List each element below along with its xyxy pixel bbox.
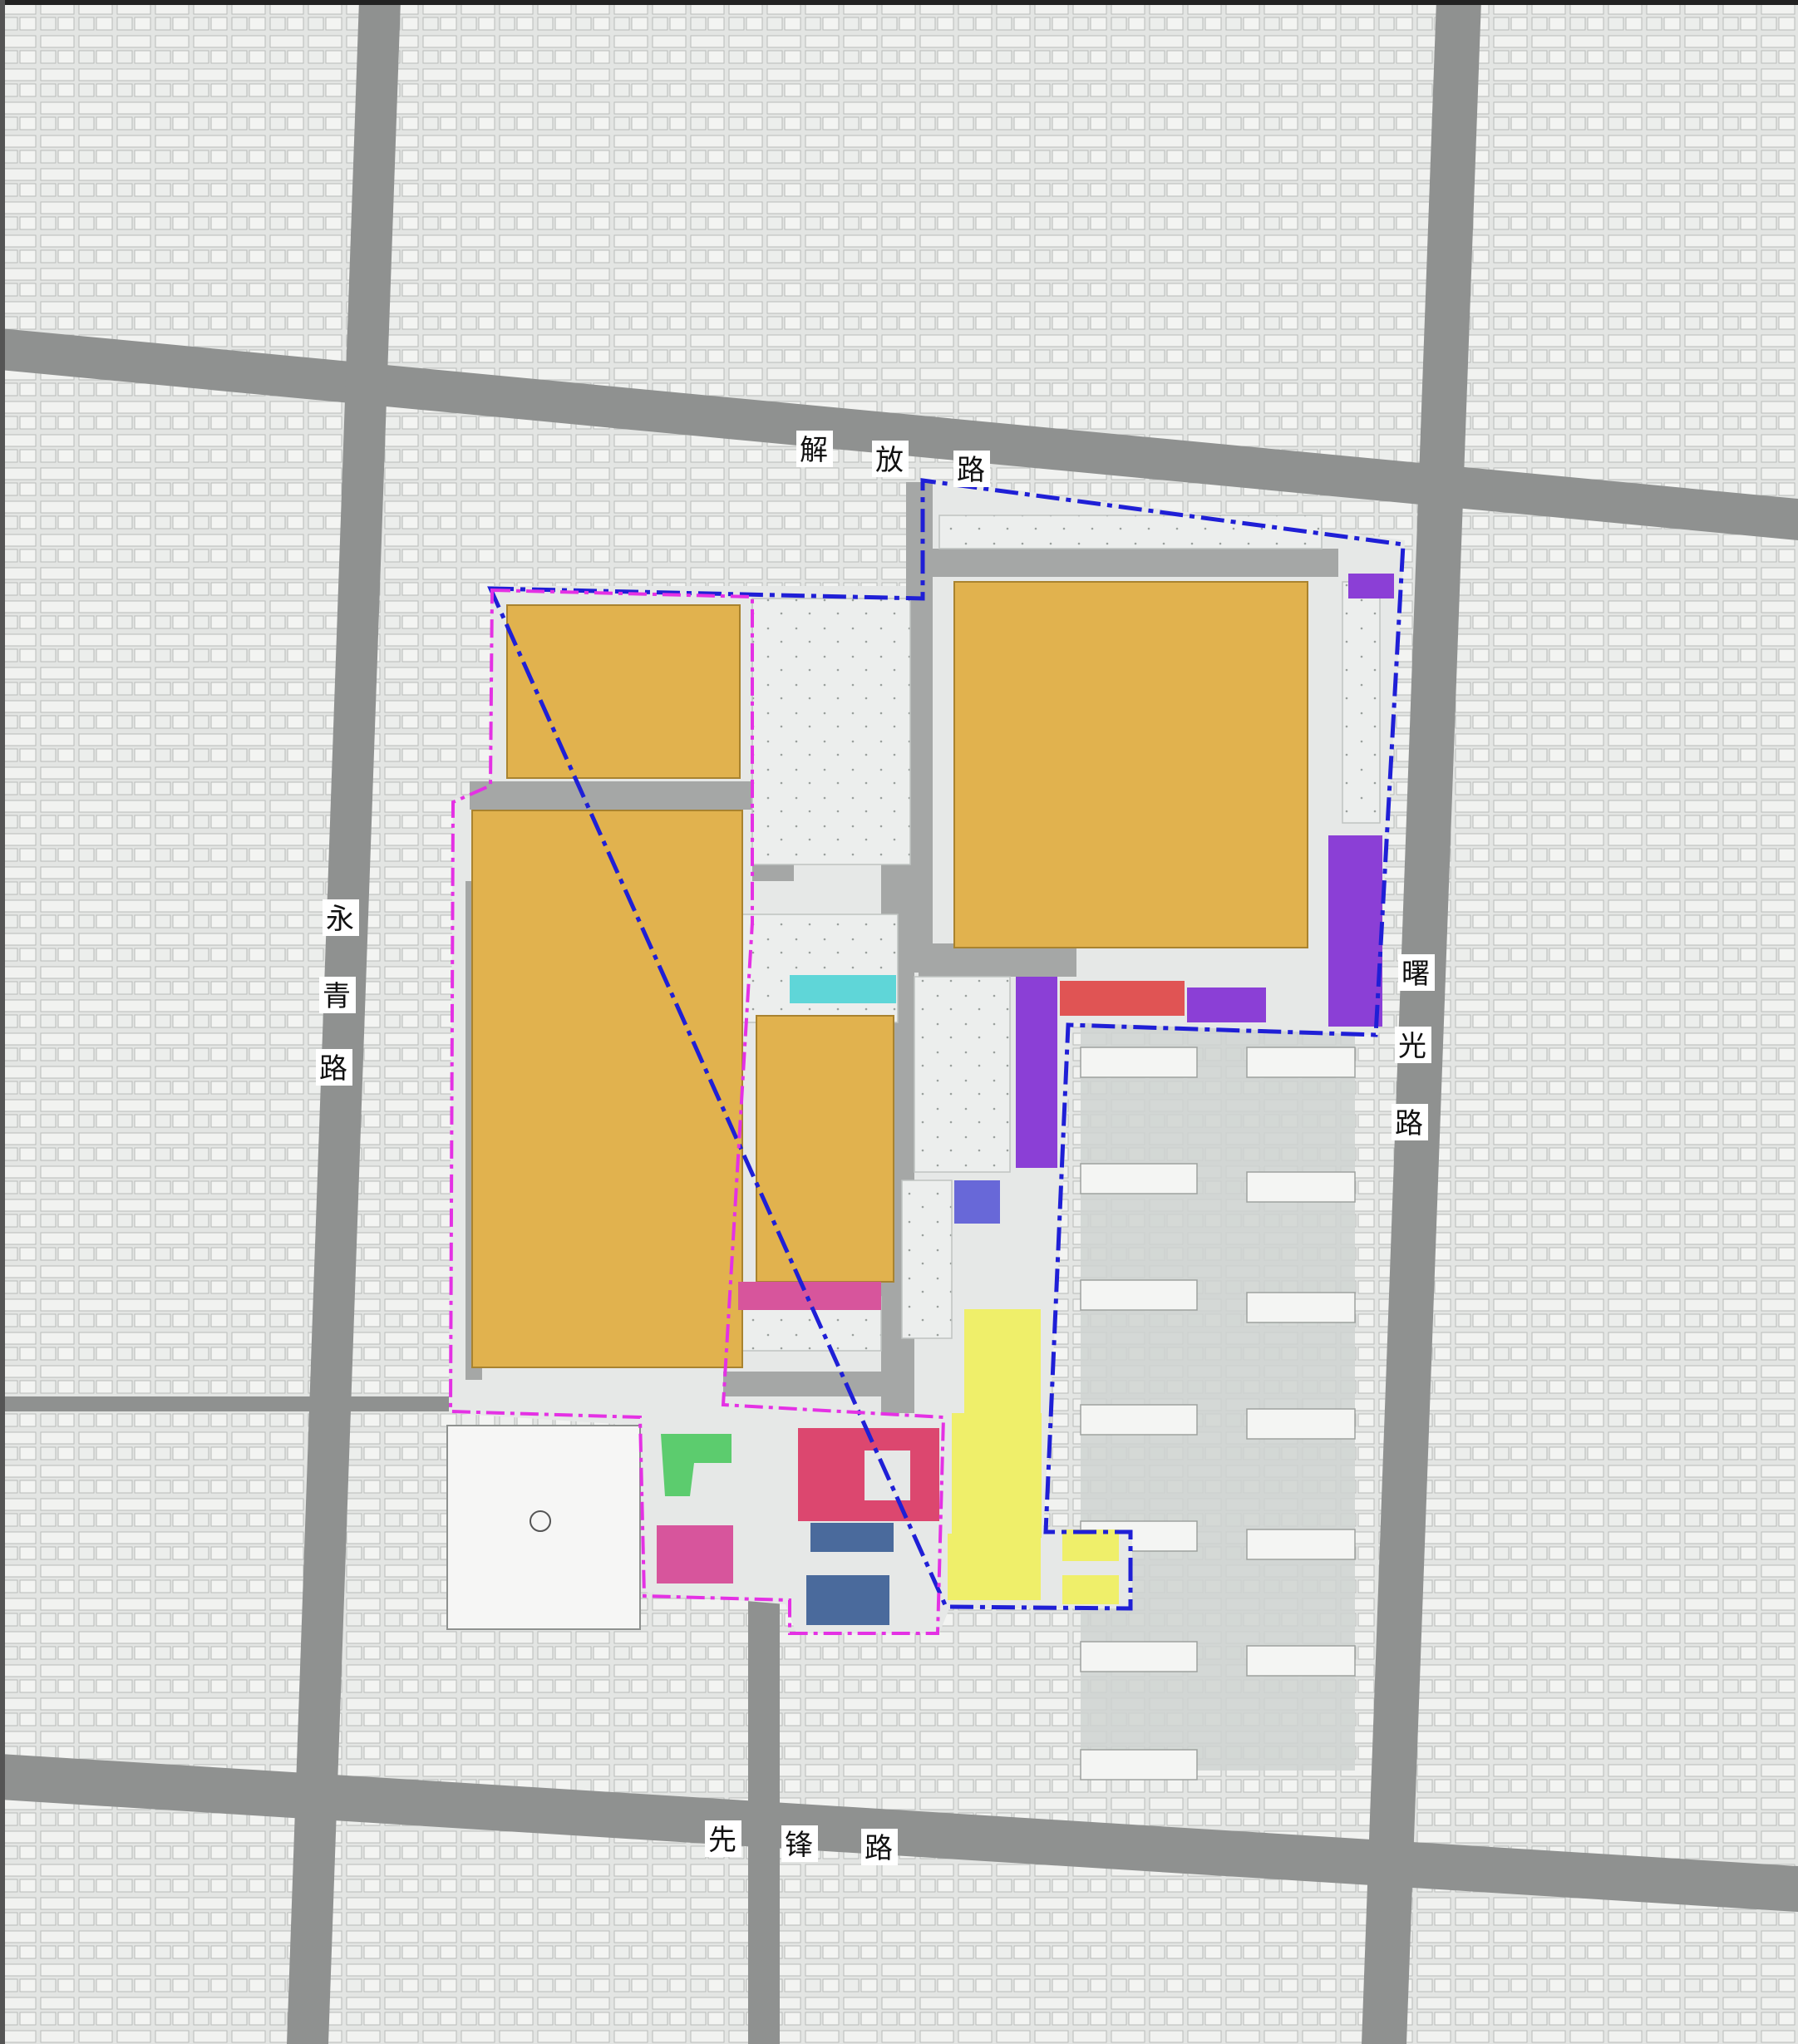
boundary-blue	[487, 478, 1406, 1611]
stadium-field	[446, 1425, 641, 1630]
plazas	[735, 515, 1381, 1352]
yongqing-char-2: 青	[323, 980, 351, 1013]
parcel-yellow-mid	[952, 1413, 1042, 1538]
label-xianfeng-road: 先 锋 路	[705, 1820, 898, 1865]
parcel-purple-strip	[1016, 977, 1057, 1168]
jiefang-char-2: 放	[875, 444, 904, 477]
shuguang-char-3: 路	[1395, 1107, 1423, 1140]
parcel-yellow-e2	[1062, 1575, 1119, 1604]
parcel-pink-building	[657, 1525, 733, 1583]
parcel-yellow-south	[948, 1534, 1041, 1600]
parcel-commercial-west	[471, 810, 743, 1368]
xianfeng-char-2: 锋	[785, 1829, 813, 1862]
parcel-purple-east	[1328, 835, 1382, 1027]
label-yongqing-road: 永 青 路	[316, 899, 359, 1086]
parcel-yellow-e1	[1062, 1529, 1119, 1561]
xianfeng-char-3: 路	[865, 1832, 893, 1865]
shuguang-char-2: 光	[1398, 1030, 1426, 1063]
parcel-navy-2	[806, 1575, 889, 1625]
parcel-commercial-ne	[953, 581, 1308, 948]
parcel-pink-strip	[738, 1282, 881, 1310]
parcel-magenta-red	[798, 1428, 939, 1521]
parcel-commercial-nw	[506, 604, 741, 779]
parcel-purple-mid	[1187, 988, 1266, 1022]
residential-buildings	[1080, 1047, 1356, 1780]
yongqing-char-1: 永	[326, 903, 354, 936]
shuguang-char-1: 曙	[1401, 958, 1430, 991]
parcel-purple-ne-small	[1348, 574, 1394, 598]
yongqing-road	[287, 0, 401, 2044]
shuguang-road	[1362, 0, 1481, 2044]
parcel-blue-violet	[954, 1180, 1000, 1224]
jiefang-char-1: 解	[800, 434, 828, 467]
parcel-commercial-center	[756, 1015, 894, 1283]
boundary-magenta	[448, 588, 946, 1635]
frame-top	[0, 0, 1798, 5]
jiefang-char-3: 路	[957, 454, 985, 487]
land-use-parcels	[446, 574, 1394, 1630]
yongqing-char-3: 路	[319, 1052, 347, 1086]
jiefang-road	[0, 328, 1798, 540]
xianfeng-road	[0, 1754, 1798, 1912]
parcel-yellow-north	[964, 1309, 1041, 1417]
parcel-green	[661, 1434, 732, 1496]
frame-left	[0, 0, 5, 2044]
parcel-cyan	[790, 975, 896, 1003]
xianfeng-char-1: 先	[708, 1824, 736, 1857]
parcel-red	[1060, 981, 1185, 1016]
label-shuguang-road: 曙 光 路	[1392, 954, 1435, 1140]
stadium-marker	[530, 1510, 551, 1532]
label-jiefang-road: 解 放 路	[796, 431, 990, 487]
parcel-navy-1	[810, 1523, 894, 1552]
